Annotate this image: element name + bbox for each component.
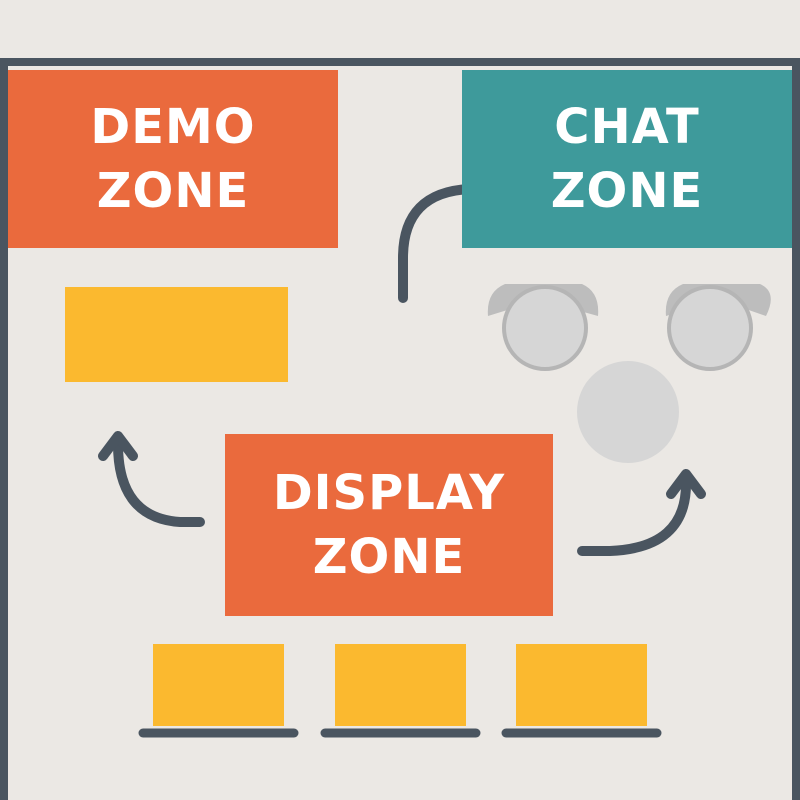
chat-zone: CHAT ZONE xyxy=(462,70,792,248)
demo-zone-label-line1: DEMO xyxy=(90,99,256,155)
chair-left-seat xyxy=(502,285,588,371)
arrow-display-to-demo-icon xyxy=(98,431,205,527)
chat-zone-label-line1: CHAT xyxy=(554,99,700,155)
display-zone: DISPLAY ZONE xyxy=(225,434,553,616)
display-table-1 xyxy=(138,644,299,738)
round-table xyxy=(577,361,679,463)
chair-right-seat xyxy=(667,285,753,371)
chair-right xyxy=(665,284,771,371)
display-table-3 xyxy=(501,644,662,738)
chat-zone-label-line2: ZONE xyxy=(550,163,704,219)
chair-left xyxy=(487,284,599,371)
display-table-1-top xyxy=(153,644,284,726)
display-table-2 xyxy=(320,644,481,738)
display-tables xyxy=(138,644,662,738)
demo-zone-label-line2: ZONE xyxy=(96,163,250,219)
demo-table xyxy=(65,287,288,382)
display-zone-label-line2: ZONE xyxy=(312,529,466,585)
display-table-2-top xyxy=(335,644,466,726)
display-zone-label-line1: DISPLAY xyxy=(272,465,506,521)
arrow-display-to-chat-icon xyxy=(577,469,706,556)
walls xyxy=(0,58,800,800)
chat-seating xyxy=(487,284,771,463)
demo-zone: DEMO ZONE xyxy=(8,70,338,248)
display-table-3-top xyxy=(516,644,647,726)
